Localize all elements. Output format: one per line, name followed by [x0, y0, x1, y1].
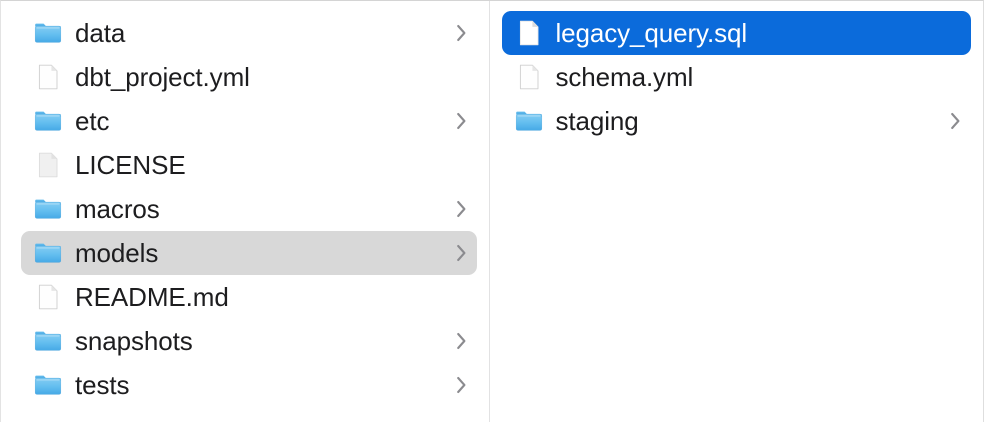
chevron-right-icon[interactable]	[451, 242, 467, 264]
folder-icon	[33, 106, 63, 136]
item-label: models	[75, 238, 159, 268]
chevron-right-icon-svg	[456, 376, 465, 394]
item-label: README.md	[75, 282, 229, 312]
chevron-right-icon-svg	[951, 112, 960, 130]
file-row[interactable]: README.md	[21, 275, 477, 319]
document-icon-svg	[519, 64, 538, 90]
folder-icon-svg	[34, 199, 62, 219]
item-label: LICENSE	[75, 150, 186, 180]
file-row[interactable]: LICENSE	[21, 143, 477, 187]
chevron-right-icon-svg	[456, 24, 465, 42]
chevron-right-icon[interactable]	[451, 198, 467, 220]
file-column-1: data dbt_project.yml etc LICE	[1, 1, 490, 422]
document-icon	[514, 62, 544, 92]
document-icon-svg	[38, 284, 58, 310]
folder-row[interactable]: etc	[21, 99, 477, 143]
folder-icon	[33, 194, 63, 224]
item-label: schema.yml	[555, 62, 694, 92]
file-row[interactable]: schema.yml	[502, 55, 972, 99]
document-icon-svg	[38, 64, 58, 90]
item-label: data	[75, 18, 126, 48]
item-label: dbt_project.yml	[75, 62, 250, 92]
chevron-right-icon-svg	[456, 332, 465, 350]
folder-icon-svg	[34, 331, 62, 351]
plain-document-icon	[33, 150, 63, 180]
folder-row[interactable]: tests	[21, 363, 477, 407]
folder-icon	[514, 106, 544, 136]
chevron-right-icon[interactable]	[451, 22, 467, 44]
item-label: snapshots	[75, 326, 193, 356]
folder-icon	[33, 238, 63, 268]
chevron-right-icon[interactable]	[451, 110, 467, 132]
item-label: tests	[75, 370, 130, 400]
chevron-right-icon-svg	[456, 200, 465, 218]
document-icon	[33, 282, 63, 312]
folder-icon	[33, 370, 63, 400]
item-label: etc	[75, 106, 110, 136]
chevron-right-icon-svg	[456, 244, 465, 262]
folder-icon-svg	[34, 23, 62, 43]
folder-row[interactable]: snapshots	[21, 319, 477, 363]
chevron-right-icon[interactable]	[945, 110, 961, 132]
folder-row[interactable]: macros	[21, 187, 477, 231]
file-row[interactable]: dbt_project.yml	[21, 55, 477, 99]
folder-icon-svg	[34, 243, 62, 263]
folder-icon	[33, 326, 63, 356]
plain-document-icon-svg	[38, 152, 58, 178]
file-row[interactable]: legacy_query.sql	[501, 11, 971, 55]
chevron-right-icon[interactable]	[451, 330, 467, 352]
folder-icon-svg	[515, 111, 542, 131]
folder-row[interactable]: data	[21, 11, 477, 55]
item-label: staging	[555, 106, 639, 136]
chevron-right-icon-svg	[456, 112, 465, 130]
folder-icon-svg	[34, 375, 62, 395]
document-icon	[33, 62, 63, 92]
folder-icon-svg	[34, 111, 62, 131]
folder-row[interactable]: models	[21, 231, 477, 275]
chevron-right-icon[interactable]	[451, 374, 467, 396]
document-icon	[514, 18, 544, 48]
document-icon-svg	[519, 20, 538, 46]
folder-icon	[33, 18, 63, 48]
item-label: macros	[75, 194, 160, 224]
item-label: legacy_query.sql	[555, 18, 748, 48]
folder-row[interactable]: staging	[502, 99, 972, 143]
file-column-2: legacy_query.sql schema.yml staging	[490, 1, 984, 422]
